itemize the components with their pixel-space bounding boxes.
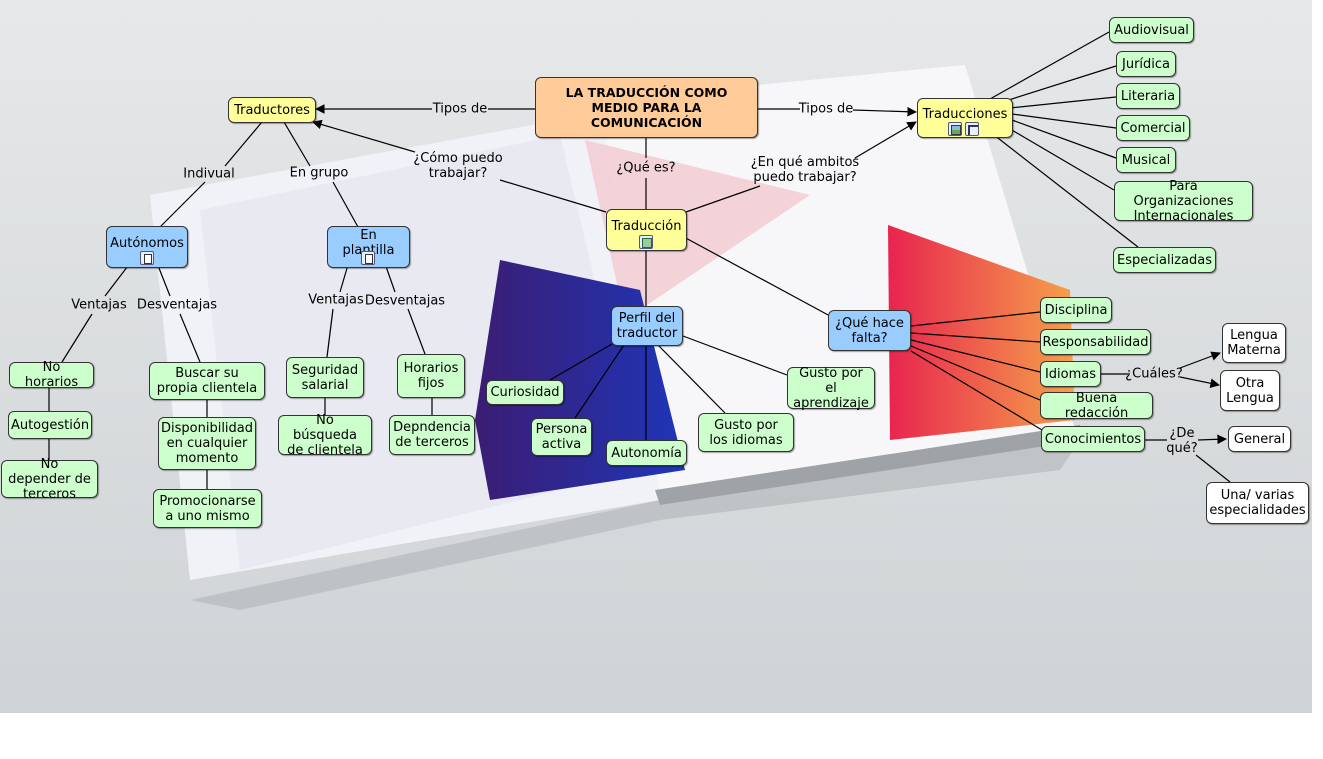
concept-seguridad-salarial[interactable]: Seguridad salarial	[286, 357, 364, 398]
concept-dependencia[interactable]: Depndencia de terceros	[389, 415, 475, 455]
film-icon[interactable]	[639, 235, 653, 249]
concept-organizaciones[interactable]: Para Organizaciones Internacionales	[1114, 179, 1253, 224]
concept-perfil-traductor[interactable]: Perfil del traductor	[611, 306, 683, 346]
label-como-puedo-trabajar: ¿Cómo puedo trabajar?	[413, 151, 503, 181]
concept-no-depender[interactable]: No depender de terceros	[1, 457, 98, 502]
concept-gusto-idiomas[interactable]: Gusto por los idiomas	[698, 413, 794, 452]
label-ambitos: ¿En qué ambitos puedo trabajar?	[750, 155, 860, 185]
concept-no-horarios[interactable]: No horarios	[9, 360, 94, 390]
document-icon[interactable]	[361, 251, 375, 265]
concept-lengua-materna[interactable]: Lengua Materna	[1222, 323, 1286, 363]
concept-especialidades[interactable]: Una/ varias especialidades	[1206, 482, 1309, 524]
concept-idiomas[interactable]: Idiomas	[1040, 361, 1101, 387]
concept-buena-redaccion[interactable]: Buena redacción	[1040, 391, 1153, 421]
concept-conocimientos[interactable]: Conocimientos	[1041, 426, 1145, 452]
concept-otra-lengua[interactable]: Otra Lengua	[1220, 370, 1280, 411]
concept-juridica[interactable]: Jurídica	[1116, 51, 1176, 77]
label-cuales: ¿Cuáles?	[1125, 366, 1183, 382]
concept-autogestion[interactable]: Autogestión	[8, 411, 92, 439]
concept-traductores[interactable]: Traductores	[228, 97, 316, 123]
concept-persona-activa[interactable]: Persona activa	[531, 418, 592, 456]
concept-comercial[interactable]: Comercial	[1116, 115, 1190, 141]
label-tipos-de-right: Tipos de	[798, 101, 854, 117]
concept-autonomia[interactable]: Autonomía	[606, 440, 687, 466]
label-ventajas-plantilla: Ventajas	[308, 292, 364, 308]
label-que-es: ¿Qué es?	[616, 160, 676, 176]
concept-curiosidad[interactable]: Curiosidad	[486, 380, 564, 405]
label-indivual: Indivual	[183, 166, 235, 182]
concept-traducciones[interactable]: Traducciones	[917, 98, 1013, 138]
concept-promocionarse[interactable]: Promocionarse a uno mismo	[153, 489, 262, 528]
label-de-que: ¿De qué?	[1166, 426, 1198, 456]
concept-disciplina[interactable]: Disciplina	[1040, 297, 1112, 323]
label-en-grupo: En grupo	[289, 165, 349, 181]
image-icon[interactable]	[948, 122, 962, 136]
concept-horarios-fijos[interactable]: Horarios fijos	[397, 354, 465, 398]
concept-responsabilidad[interactable]: Responsabilidad	[1040, 329, 1151, 355]
concept-traduccion[interactable]: Traducción	[606, 209, 687, 251]
concept-buscar-clientela[interactable]: Buscar su propia clientela	[149, 362, 265, 400]
concept-no-busqueda[interactable]: No búsqueda de clientela	[278, 413, 372, 458]
concept-gusto-aprendizaje[interactable]: Gusto por el aprendizaje	[787, 366, 875, 411]
concept-musical[interactable]: Musical	[1116, 147, 1176, 173]
concept-audiovisual[interactable]: Audiovisual	[1109, 17, 1194, 43]
concept-literaria[interactable]: Literaria	[1116, 83, 1180, 109]
concept-map-icon[interactable]	[965, 122, 979, 136]
concept-especializadas[interactable]: Especializadas	[1113, 247, 1216, 273]
concept-general[interactable]: General	[1228, 426, 1291, 452]
label-desventajas-plantilla: Desventajas	[364, 293, 446, 309]
label-desventajas-autonomos: Desventajas	[136, 297, 218, 313]
concept-disponibilidad[interactable]: Disponibilidad en cualquier momento	[158, 417, 256, 470]
label-tipos-de-left: Tipos de	[432, 101, 488, 117]
document-icon[interactable]	[140, 251, 154, 265]
label-ventajas-autonomos: Ventajas	[71, 297, 127, 313]
central-concept[interactable]: LA TRADUCCIÓN COMO MEDIO PARA LA COMUNIC…	[535, 77, 758, 138]
concept-que-hace-falta[interactable]: ¿Qué hace falta?	[828, 310, 911, 351]
